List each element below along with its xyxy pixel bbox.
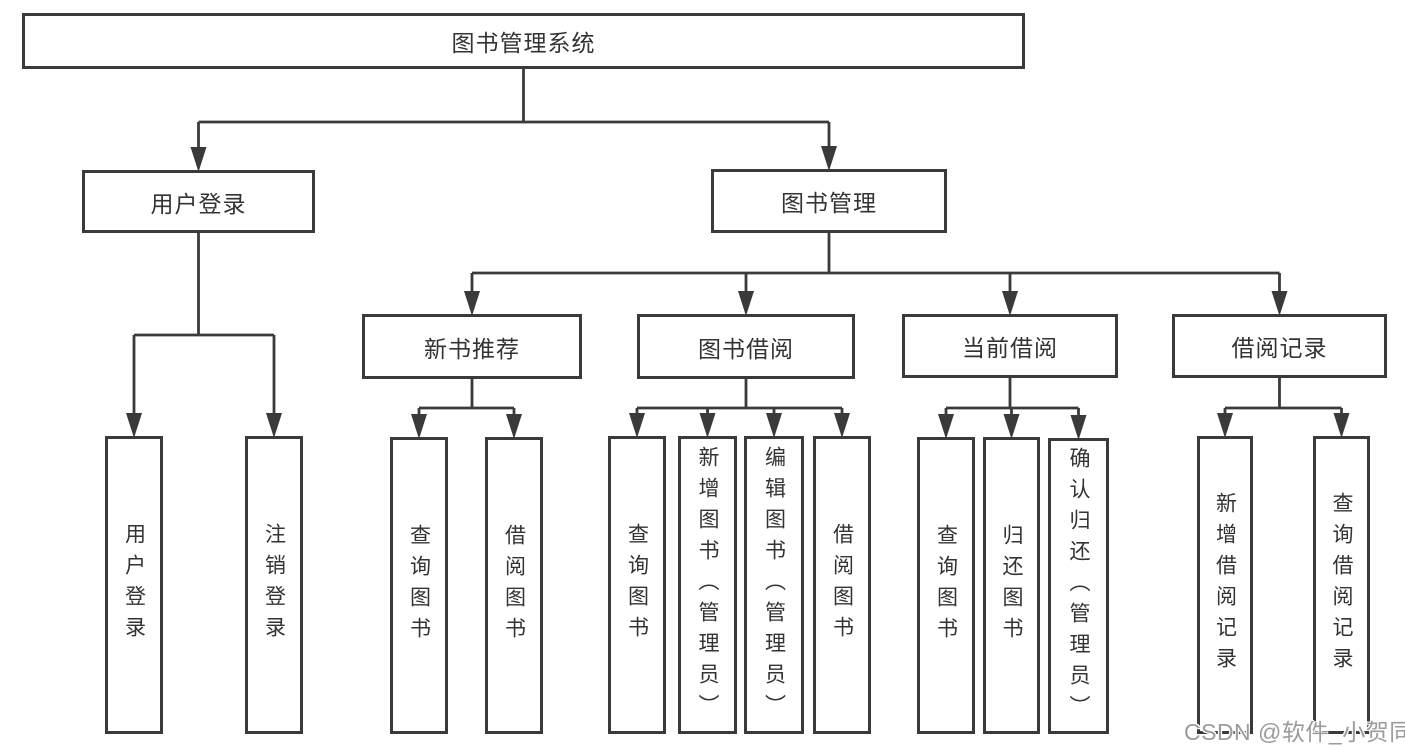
arrowhead-icon xyxy=(834,413,850,438)
node-book-mgmt: 图书管理 xyxy=(711,169,947,233)
node-label: 图书管理系统 xyxy=(451,30,596,56)
node-label: 图书借阅 xyxy=(698,335,794,362)
arrowhead-icon xyxy=(699,413,716,438)
node-borrow-records: 借阅记录 xyxy=(1172,314,1387,378)
watermark-text: CSDN @软件_小贺同学 xyxy=(1184,719,1405,745)
node-v-add-book: 新增图书（管理员） xyxy=(678,436,737,734)
arrowhead-icon xyxy=(266,413,282,438)
arrowhead-icon xyxy=(190,147,207,172)
arrowhead-icon xyxy=(629,413,645,438)
node-label: 注销登录 xyxy=(262,523,286,647)
node-label: 归还图书 xyxy=(1000,523,1023,648)
node-v-confirm-return: 确认归还（管理员） xyxy=(1048,438,1109,734)
node-v-logout: 注销登录 xyxy=(245,436,303,734)
node-book-borrow: 图书借阅 xyxy=(637,314,855,379)
arrowhead-icon xyxy=(464,291,480,316)
node-label: 确认归还（管理员） xyxy=(1067,446,1090,726)
node-current-borrow: 当前借阅 xyxy=(902,314,1118,378)
node-label: 用户登录 xyxy=(122,523,146,647)
arrowhead-icon xyxy=(1333,413,1350,438)
node-label: 借阅图书 xyxy=(502,523,526,648)
arrowhead-icon xyxy=(1217,413,1233,438)
node-label: 当前借阅 xyxy=(962,335,1058,361)
node-label: 编辑图书（管理员） xyxy=(762,445,786,725)
arrowhead-icon xyxy=(1271,291,1288,316)
node-v-edit-book: 编辑图书（管理员） xyxy=(744,436,804,734)
node-v-add-record: 新增借阅记录 xyxy=(1197,436,1253,734)
node-label: 用户登录 xyxy=(150,190,247,217)
node-v-query-record: 查询借阅记录 xyxy=(1313,436,1370,734)
node-new-book-rec: 新书推荐 xyxy=(362,314,582,379)
node-v-borrow-book-1: 借阅图书 xyxy=(485,437,543,734)
node-v-query-book-3: 查询图书 xyxy=(917,437,975,734)
arrowhead-icon xyxy=(1070,415,1087,440)
node-v-user-login: 用户登录 xyxy=(105,436,163,734)
node-label: 查询图书 xyxy=(407,523,431,648)
arrowhead-icon xyxy=(766,413,782,438)
node-label: 查询借阅记录 xyxy=(1330,492,1353,678)
arrowhead-icon xyxy=(411,414,427,439)
node-label: 新增图书（管理员） xyxy=(696,445,719,725)
arrowhead-icon xyxy=(938,414,954,439)
arrowhead-icon xyxy=(1003,414,1020,439)
node-v-query-book-2: 查询图书 xyxy=(608,436,666,734)
arrowhead-icon xyxy=(126,413,142,438)
node-label: 借阅记录 xyxy=(1231,335,1328,361)
node-label: 新书推荐 xyxy=(424,335,520,362)
node-root: 图书管理系统 xyxy=(22,13,1025,69)
arrowhead-icon xyxy=(738,291,754,316)
node-label: 查询图书 xyxy=(625,523,649,647)
arrowhead-icon xyxy=(1002,291,1018,316)
node-label: 新增借阅记录 xyxy=(1213,492,1237,678)
node-v-borrow-book-2: 借阅图书 xyxy=(813,436,871,734)
node-label: 借阅图书 xyxy=(830,523,854,647)
node-user-login: 用户登录 xyxy=(82,170,315,233)
node-label: 图书管理 xyxy=(781,190,877,216)
node-label: 查询图书 xyxy=(934,523,958,648)
node-v-query-book-1: 查询图书 xyxy=(390,437,448,734)
node-v-return-book: 归还图书 xyxy=(983,437,1040,734)
arrowhead-icon xyxy=(821,146,837,171)
arrowhead-icon xyxy=(506,414,522,439)
